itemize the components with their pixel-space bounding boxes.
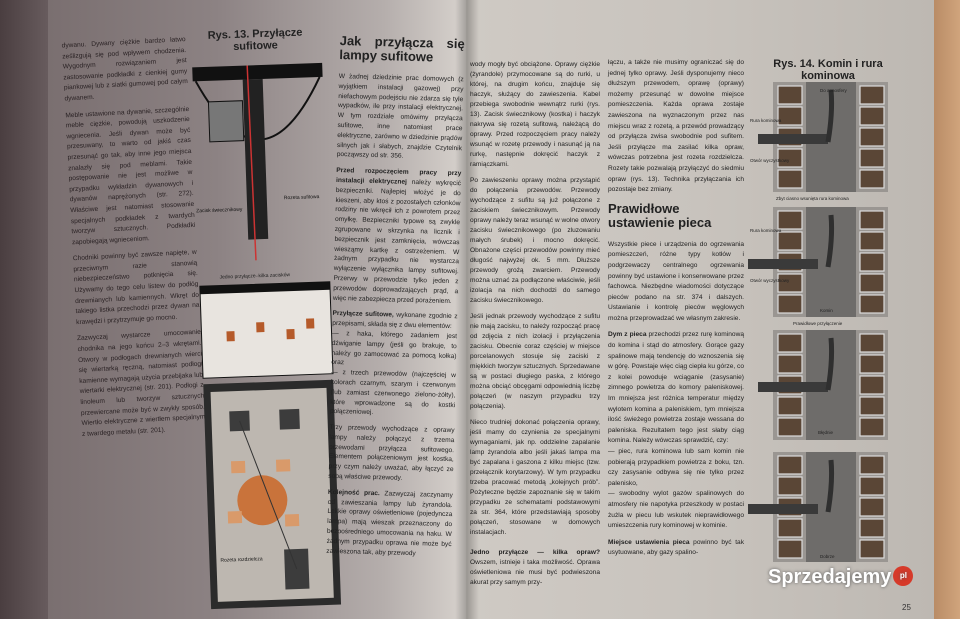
- brick: [859, 231, 885, 251]
- book-edge-shadow: [0, 0, 52, 619]
- brick: [777, 148, 803, 168]
- label-zbyt-ciasno: Zbyt ciasno wsunięta rura kominowa: [776, 196, 849, 201]
- smoke-arrow: [825, 337, 835, 391]
- paragraph: dywanu. Dywany ciężkie bardzo łatwo ześl…: [61, 36, 188, 103]
- brick: [859, 210, 885, 230]
- brick: [777, 294, 803, 314]
- paragraph: Zazwyczaj wystarcze umocowanie chodnika …: [76, 329, 206, 438]
- brick: [859, 148, 885, 168]
- brick: [777, 231, 803, 251]
- brick: [777, 417, 803, 437]
- paragraph: W żadnej dziedzinie prac domowych (z wyj…: [336, 72, 464, 161]
- paragraph: wody mogły być obciążone. Oprawy ciężkie…: [470, 61, 600, 168]
- flue-pipe: [748, 259, 818, 269]
- paragraph: Wszystkie piece i urządzenia do ogrzewan…: [608, 240, 744, 322]
- brick: [859, 169, 885, 189]
- flue-pipe: [758, 134, 828, 144]
- smoke-arrow: [825, 89, 835, 143]
- label-do-atmosfery: Do atmosfery: [820, 88, 848, 93]
- ceiling-connection-diagram: Zacisk świecznikowy Rozeta sufitowa Jedn…: [192, 62, 342, 610]
- label-rozeta-rozdzielcza: Rozeta rozdzielcza: [220, 556, 263, 563]
- paragraph: Dym z pieca przechodzi przez rurę komino…: [608, 331, 744, 530]
- brick: [777, 518, 803, 538]
- smoke-arrow: [825, 214, 835, 268]
- figure-caption: Rys. 13. Przyłącze sufitowe: [207, 26, 303, 53]
- label-komin: Komin: [820, 308, 833, 313]
- paragraph: łączu, a także nie musimy ograniczać się…: [608, 59, 744, 194]
- label-dobrze: Dobrze: [820, 554, 835, 559]
- brick: [859, 333, 885, 353]
- label-otwor: Otwór wyczystkowy: [750, 158, 790, 163]
- flue-pipe: [748, 504, 818, 514]
- brick: [777, 210, 803, 230]
- brick: [859, 375, 885, 395]
- figure-14: Rys. 14. Komin i rura kominowa Do atmosf…: [748, 58, 908, 598]
- label-otwor-2: Otwór wyczystkowy: [750, 278, 790, 283]
- brick: [859, 497, 885, 517]
- left-text-column-2: Jak przyłącza się lampy sufitowe W żadne…: [326, 30, 465, 566]
- label-rozeta: Rozeta sufitowa: [284, 194, 320, 201]
- brick: [859, 294, 885, 314]
- brick: [859, 127, 885, 147]
- book-gutter: [455, 0, 479, 619]
- brick: [859, 273, 885, 293]
- paragraph: Jedno przyłącze — kilka opraw? Owszem, i…: [470, 549, 600, 586]
- brick: [859, 417, 885, 437]
- brick: [859, 476, 885, 496]
- brick: [859, 85, 885, 105]
- brick: [777, 455, 803, 475]
- figure-13: Rys. 13. Przyłącze sufitowe Zacisk świec…: [186, 26, 346, 611]
- brick: [777, 396, 803, 416]
- section-heading: Jak przyłącza się lampy sufitowe: [339, 32, 465, 65]
- brick: [777, 333, 803, 353]
- brick: [777, 85, 803, 105]
- brick: [777, 354, 803, 374]
- flue-pipe: [758, 382, 828, 392]
- brick: [859, 106, 885, 126]
- brick: [859, 539, 885, 559]
- right-text-column-2: łączu, a także nie musimy ograniczać się…: [608, 58, 744, 565]
- brick: [859, 396, 885, 416]
- paragraph: Trzy przewody wychodzące z oprawy lampy …: [328, 423, 455, 482]
- label-prawidlowe: Prawidłowe przyłączenie: [793, 321, 843, 326]
- label-rura: Rura kominowa: [750, 118, 782, 123]
- smoke-arrow: [825, 459, 835, 513]
- brick: [777, 169, 803, 189]
- paragraph: Po zawieszeniu oprawy można przystąpić d…: [470, 177, 600, 304]
- paragraph: Jeśli jednak przewody wychodzące z sufit…: [470, 313, 600, 410]
- table-surface: [934, 0, 960, 619]
- brick: [777, 539, 803, 559]
- label-jedno-przylacze: Jedno przyłącze–kilka zacisków: [219, 272, 290, 280]
- section-heading: Prawidłowe ustawienie pieca: [608, 200, 712, 230]
- label-zacisk: Zacisk świecznikowy: [196, 207, 243, 215]
- label-blednie: Błędnie: [818, 430, 834, 435]
- figure-caption: Rys. 14. Komin i rura kominowa: [773, 58, 883, 82]
- brick: [859, 455, 885, 475]
- paragraph: Przed rozpoczęciem pracy przy instalacji…: [332, 167, 462, 305]
- brick: [777, 273, 803, 293]
- paragraph: Meble ustawione na dywanie, szczególnie …: [65, 105, 196, 246]
- left-text-column: dywanu. Dywany ciężkie bardzo łatwo ześl…: [61, 35, 206, 446]
- brick: [859, 518, 885, 538]
- paragraph: Miejsce ustawienia pieca powinno być tak…: [608, 538, 744, 557]
- right-text-column: wody mogły być obciążone. Oprawy ciężkie…: [470, 60, 600, 594]
- label-rura-2: Rura kominowa: [750, 228, 782, 233]
- paragraph: Przyłącze sufitowe, wykonane zgodnie z p…: [329, 310, 458, 417]
- brick: [777, 476, 803, 496]
- brick: [859, 252, 885, 272]
- paragraph: Chodniki powinny być zawsze napięte, w p…: [72, 249, 200, 326]
- paragraph: Kolejność prac. Zazwyczaj zaczynamy od z…: [326, 488, 453, 557]
- brick: [859, 354, 885, 374]
- paragraph: Nieco trudniej dokonać połączenia oprawy…: [470, 419, 600, 536]
- brick: [777, 106, 803, 126]
- page-number: 25: [902, 603, 911, 612]
